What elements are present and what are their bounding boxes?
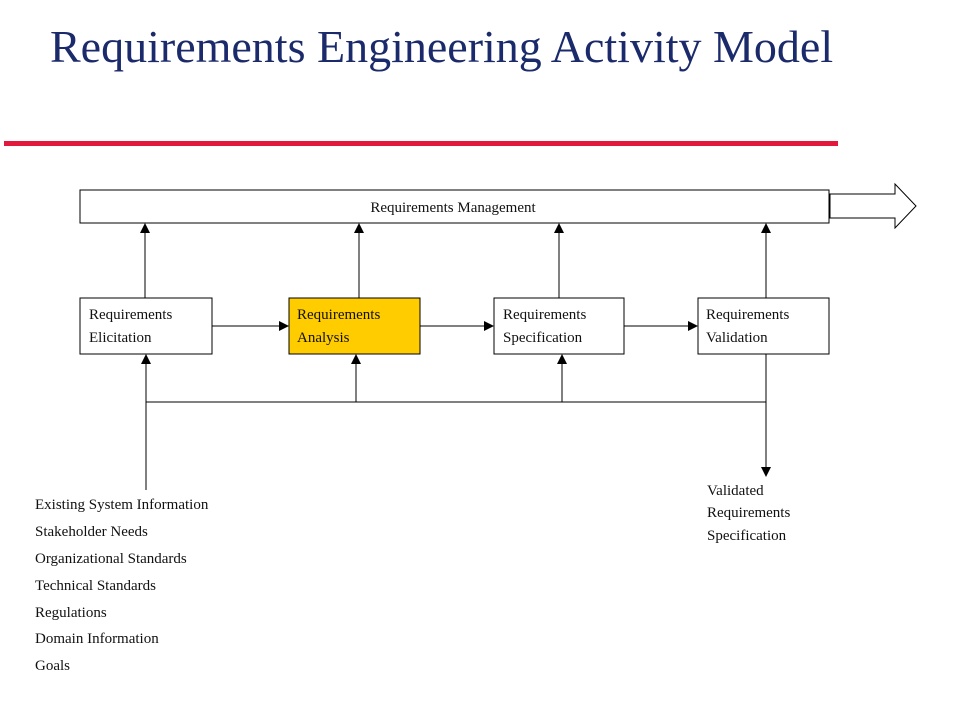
activity-elicitation: Requirements Elicitation: [79, 297, 213, 355]
svg-text:Analysis: Analysis: [297, 330, 350, 346]
input-item: Stakeholder Needs: [35, 524, 148, 540]
activity-label-line1: Requirements: [706, 307, 789, 323]
output-line1: Validated: [707, 483, 764, 499]
activity-label-line1: Requirements: [503, 307, 586, 323]
activity-specification: Requirements Specification: [493, 297, 625, 355]
output-line2: Requirements: [707, 505, 790, 521]
slide-title: Requirements Engineering Activity Model: [50, 21, 834, 72]
title-underline: [4, 141, 838, 146]
activity-label-line2: Elicitation: [89, 330, 152, 346]
management-block-arrow: [829, 182, 917, 230]
activity-label-line2: Validation: [706, 330, 768, 346]
activity-label-line1: Requirements: [89, 307, 172, 323]
svg-text:Elicitation: Elicitation: [89, 330, 152, 346]
requirements-management-label: Requirements Management: [370, 200, 536, 216]
activity-validation: Requirements Validation: [697, 297, 830, 355]
input-item: Regulations: [35, 605, 107, 621]
svg-text:Requirements: Requirements: [297, 307, 380, 323]
svg-text:Requirements: Requirements: [706, 307, 789, 323]
input-item: Technical Standards: [35, 578, 156, 594]
activity-label-line2: Analysis: [297, 330, 350, 346]
output-label: Validated Requirements Specification: [707, 483, 790, 544]
input-item: Goals: [35, 658, 70, 674]
input-item: Domain Information: [35, 631, 159, 647]
svg-text:Requirements: Requirements: [89, 307, 172, 323]
inputs-list: Existing System Information Stakeholder …: [35, 497, 209, 674]
svg-text:Validation: Validation: [706, 330, 768, 346]
activity-analysis: Requirements Analysis: [288, 297, 421, 355]
input-item: Existing System Information: [35, 497, 209, 513]
activity-label-line1: Requirements: [297, 307, 380, 323]
svg-text:Requirements: Requirements: [503, 307, 586, 323]
requirements-management-bar: Requirements Management: [79, 189, 830, 224]
input-item: Organizational Standards: [35, 551, 187, 567]
svg-text:Specification: Specification: [503, 330, 583, 346]
output-line3: Specification: [707, 528, 787, 544]
activity-label-line2: Specification: [503, 330, 583, 346]
